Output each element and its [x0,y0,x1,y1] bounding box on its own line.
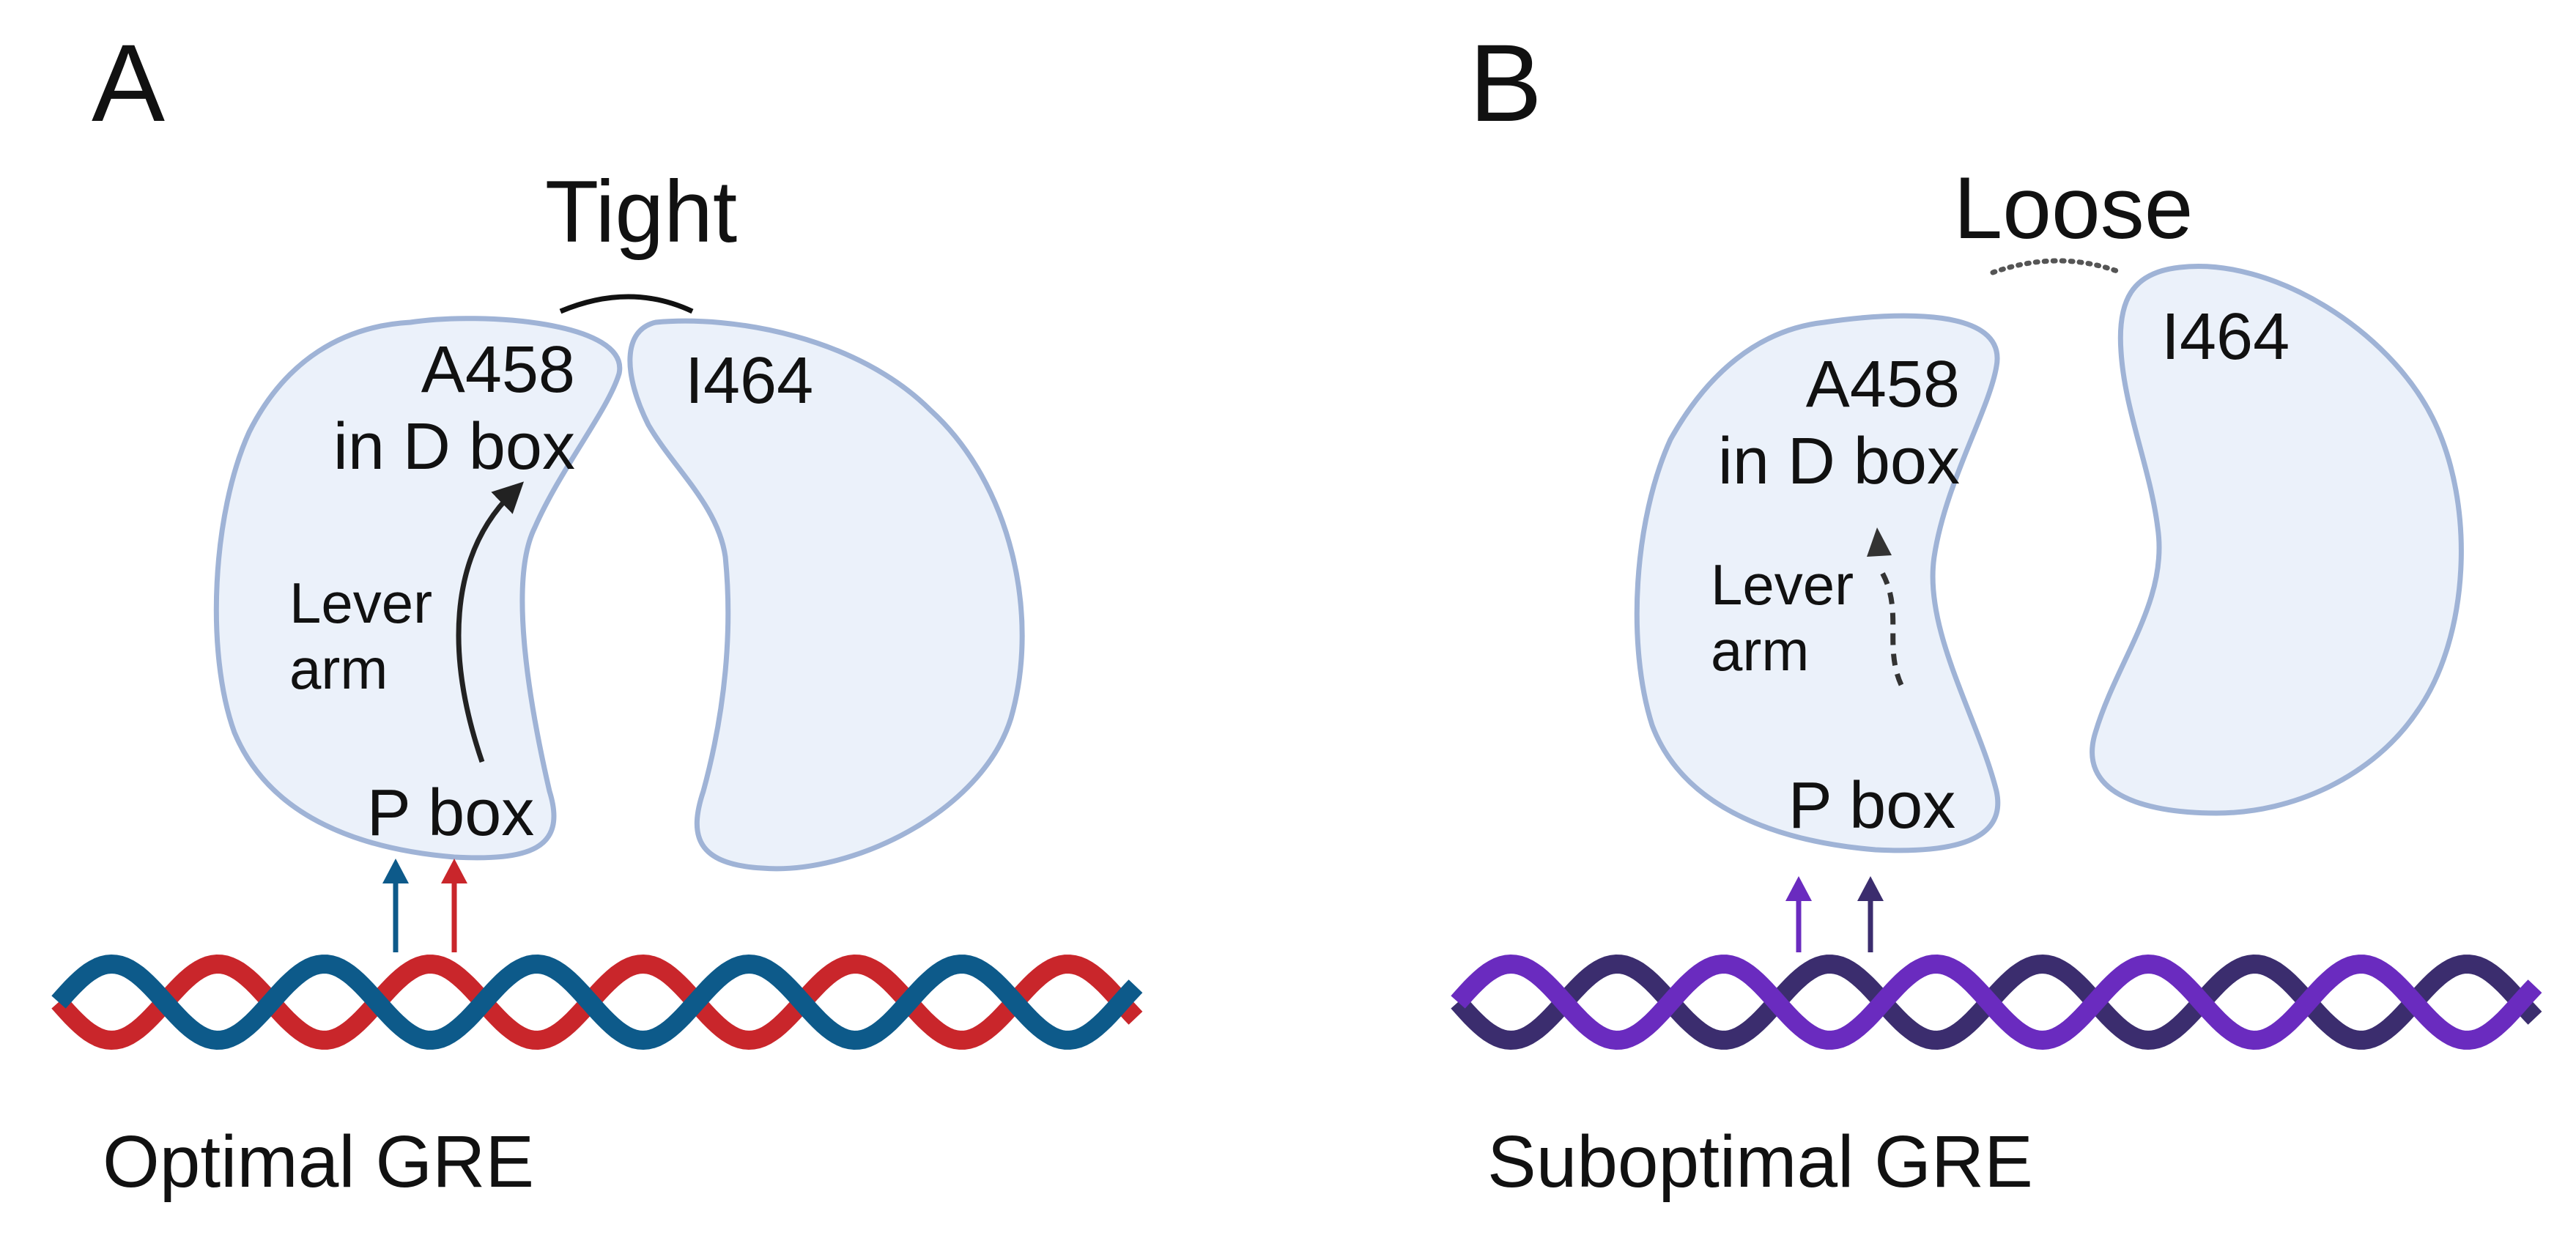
red-contact-arrowhead [441,859,467,883]
right-domain-b [2090,264,2464,816]
dna-strand-blue [51,954,1143,1050]
base-contact-arrows-b [1785,876,1884,952]
tight-contact-bridge [559,294,694,314]
lever-arm-label-line2: arm [289,637,388,701]
loose-contact-bridge [1990,258,2124,275]
a458-label-line1: A458 [421,333,575,407]
dna-helix-suboptimal [1451,954,2542,1050]
i464-label: I464 [685,344,813,418]
dna-strand-purple [1451,954,2542,1050]
panel-a: A Tight A458 in D box I464 Lever arm P b… [51,21,1143,1203]
panel-a-letter: A [92,21,165,144]
dna-strand-red [51,954,1143,1050]
left-domain-a [213,316,623,861]
panel-b-state-label: Loose [1954,159,2194,257]
blue-contact-arrowhead [382,859,409,883]
optimal-gre-label: Optimal GRE [103,1121,534,1203]
left-domain-b [1634,313,2001,853]
dna-strand-dark [1451,954,2542,1050]
panel-b: B Loose A458 in D box I464 Lever arm P b… [1451,21,2542,1203]
right-domain-a [627,318,1025,872]
lever-arm-label-line1: Lever [289,571,432,635]
d-box-label-line2: in D box [333,410,575,483]
p-box-label: P box [1788,769,1956,842]
suboptimal-gre-label: Suboptimal GRE [1487,1121,2033,1203]
p-box-label: P box [367,777,535,850]
a458-label-line1: A458 [1806,348,1960,421]
dna-helix-optimal [51,954,1143,1050]
lever-arm-arrowhead-weak [1867,527,1892,557]
purple-contact-arrowhead [1785,876,1812,901]
panel-a-state-label: Tight [545,163,737,261]
lever-arm-arrow [456,481,525,763]
panel-b-letter: B [1469,21,1542,144]
d-box-label-line2: in D box [1718,425,1960,498]
base-contact-arrows-a [382,859,467,952]
lever-arm-label-line1: Lever [1711,552,1854,617]
lever-arm-label-line2: arm [1711,618,1809,683]
lever-arm-arrow-weak [1877,566,1904,686]
dark-contact-arrowhead [1857,876,1884,901]
i464-label: I464 [2161,300,2290,374]
